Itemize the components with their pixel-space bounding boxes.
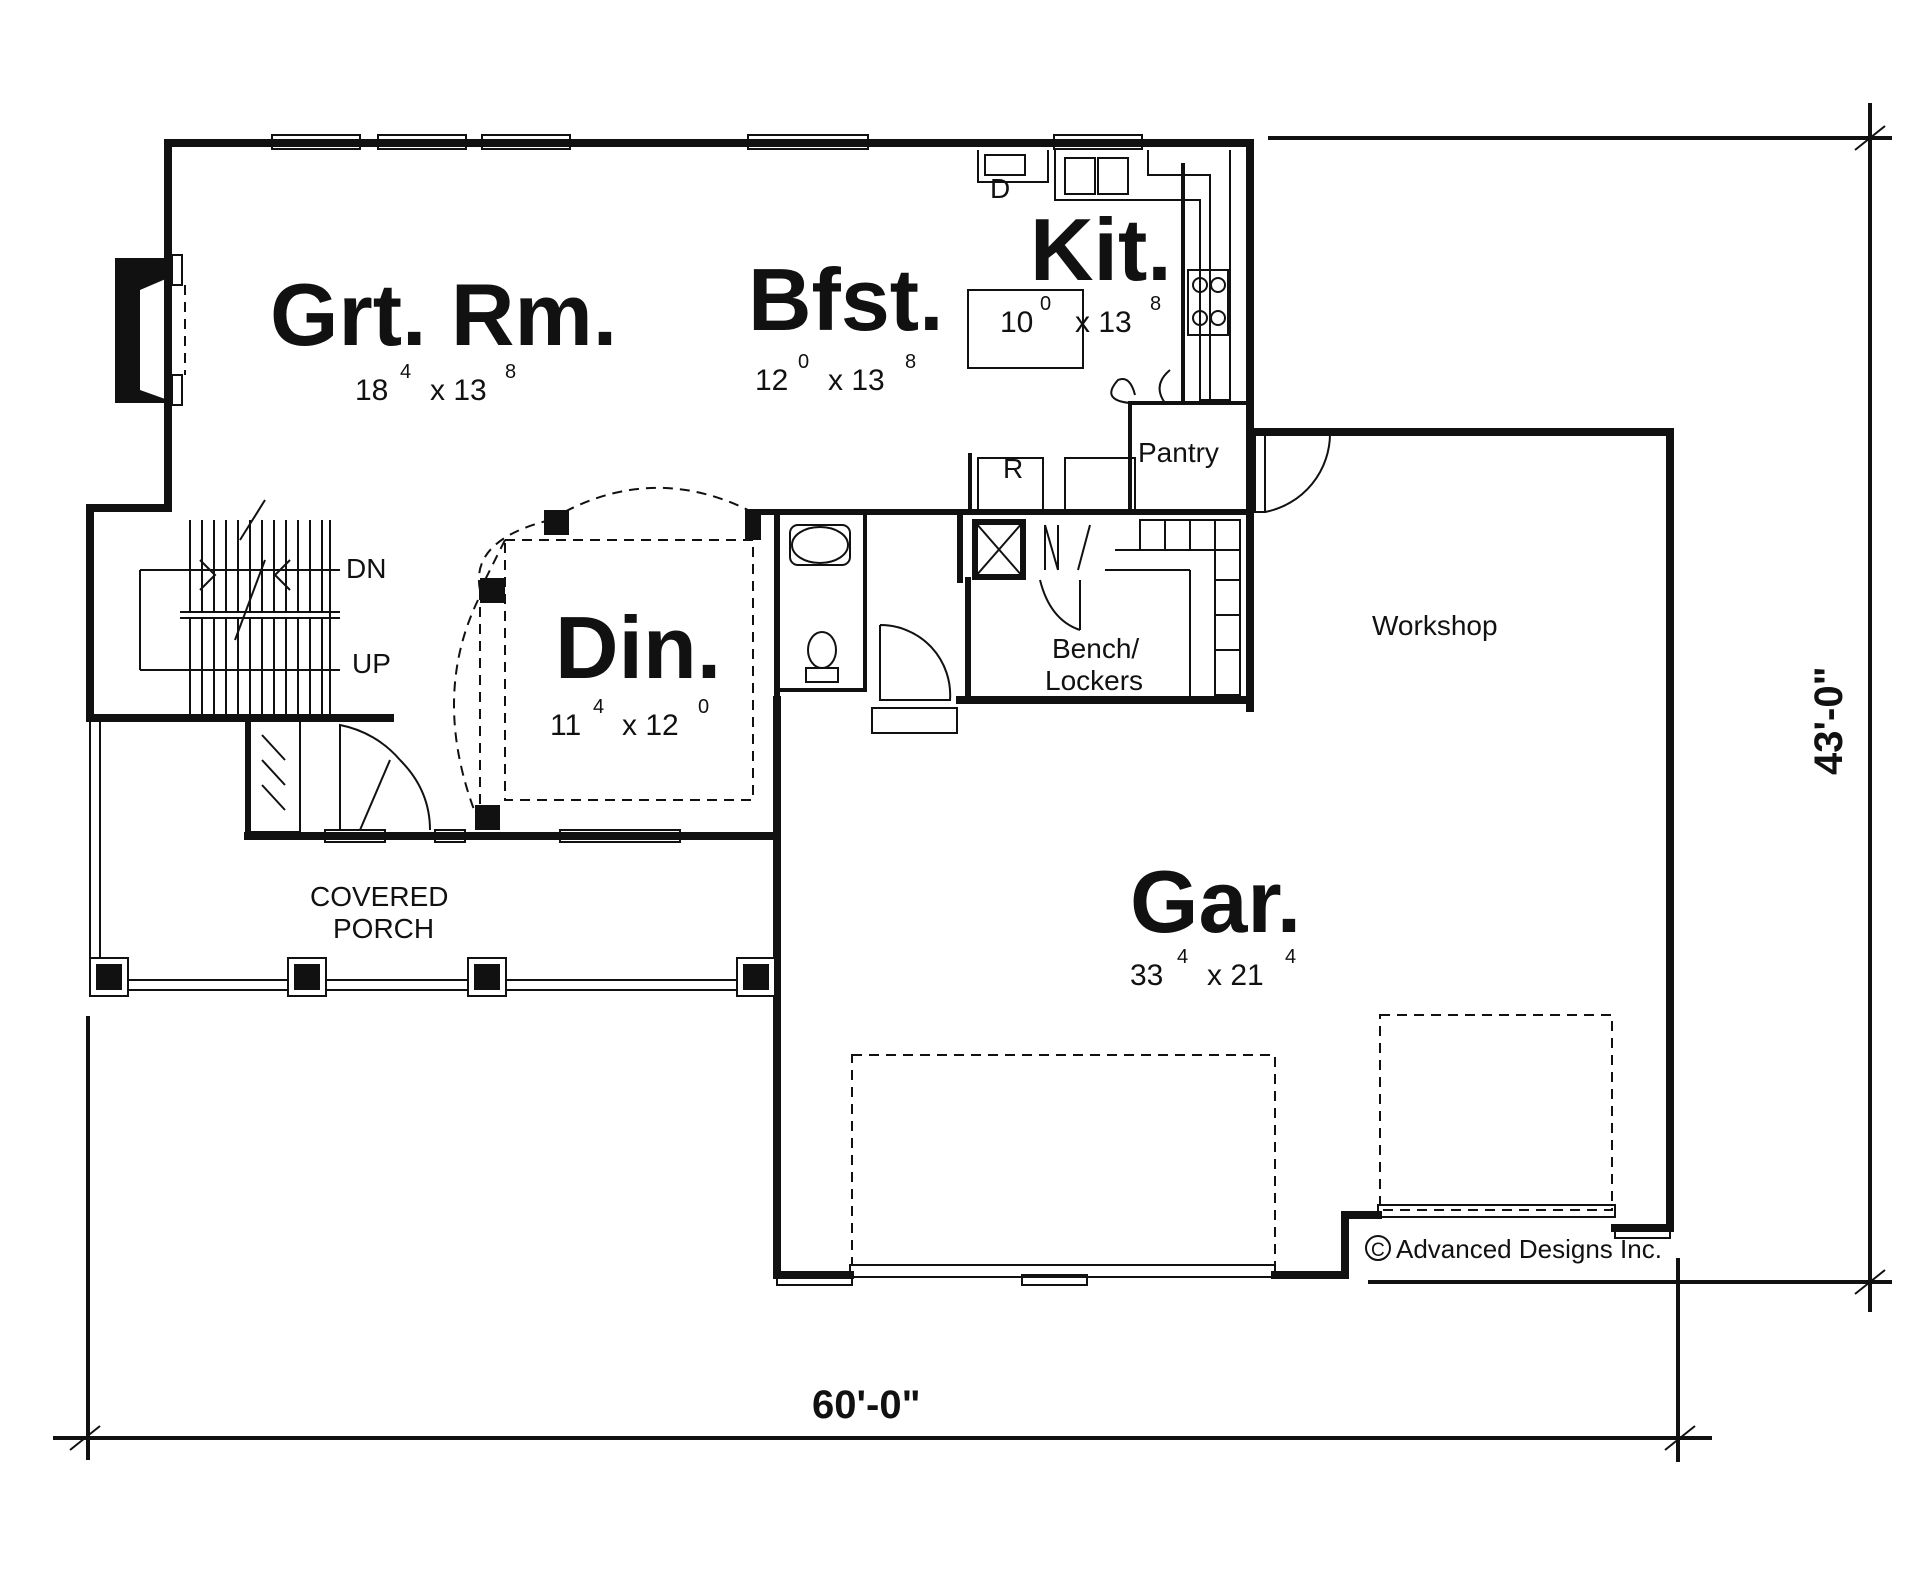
toilet-icon [807,631,837,669]
breakfast-name: Bfst. [748,250,944,349]
svg-text:x 12: x 12 [622,709,679,742]
covered-porch [89,718,777,997]
range-icon [1187,269,1229,336]
porch-label-line2: PORCH [333,913,434,944]
copyright-text: Advanced Designs Inc. [1396,1234,1662,1264]
overall-width-label: 60'-0" [812,1383,921,1427]
windows [271,134,1671,1286]
svg-text:4: 4 [1177,946,1188,968]
svg-text:0: 0 [798,351,809,373]
column [544,510,569,535]
copyright-symbol: C [1371,1240,1385,1261]
svg-text:8: 8 [505,361,516,383]
svg-text:33: 33 [1130,959,1163,992]
great-room-label: Grt. Rm. 18 4 x 13 8 [270,265,617,407]
column [475,805,500,830]
bench-lockers-label-line2: Lockers [1045,665,1143,696]
svg-text:8: 8 [905,351,916,373]
garage-name: Gar. [1130,852,1301,951]
overall-depth-label: 43'-0" [1807,666,1851,775]
tub-icon [791,526,849,564]
kitchen-name: Kit. [1030,200,1172,299]
pantry-label: Pantry [1138,437,1219,468]
sink-icon [1064,157,1096,195]
svg-text:x 21: x 21 [1207,959,1264,992]
svg-text:18: 18 [355,374,388,407]
powder-door-swing [879,623,952,701]
column [480,578,505,603]
svg-text:12: 12 [755,364,788,397]
stairs-up-label: UP [352,648,391,679]
dining-label: Din. 11 4 x 12 0 [550,598,721,742]
svg-text:8: 8 [1150,293,1161,315]
front-door-swing [339,723,401,830]
dining-bay [453,486,761,830]
porch-label-line1: COVERED [310,881,448,912]
refrigerator-label: R [1003,453,1023,484]
dishwasher-label: D [990,173,1010,204]
svg-text:0: 0 [698,696,709,718]
dimension-lines [53,103,1892,1462]
svg-text:10: 10 [1000,306,1033,339]
garage-label: Gar. 33 4 x 21 4 [1130,852,1301,992]
mudroom [972,519,1241,700]
fireplace-icon [115,254,186,406]
staircase [139,499,340,715]
copyright-notice: C Advanced Designs Inc. [1365,1234,1662,1264]
foyer [249,719,431,833]
svg-text:4: 4 [1285,946,1296,968]
kitchen-label: Kit. 10 0 x 13 8 [1000,200,1172,339]
kitchen-island [967,289,1084,369]
column [745,510,761,540]
svg-text:x 13: x 13 [1075,306,1132,339]
bench-lockers-label-line1: Bench/ [1052,633,1139,664]
kitchen-fixtures [967,150,1231,513]
svg-text:4: 4 [593,696,604,718]
svg-text:4: 4 [400,361,411,383]
great-room-name: Grt. Rm. [270,265,617,364]
svg-text:11: 11 [550,709,581,742]
dining-name: Din. [555,598,721,697]
stairs-down-label: DN [346,553,386,584]
garage-entry-door [1254,431,1332,513]
svg-text:0: 0 [1040,293,1051,315]
powder-room [789,524,952,701]
breakfast-label: Bfst. 12 0 x 13 8 [748,250,944,397]
svg-text:x 13: x 13 [430,374,487,407]
garage-parking [851,1014,1613,1266]
svg-text:x 13: x 13 [828,364,885,397]
workshop-label: Workshop [1372,610,1498,641]
